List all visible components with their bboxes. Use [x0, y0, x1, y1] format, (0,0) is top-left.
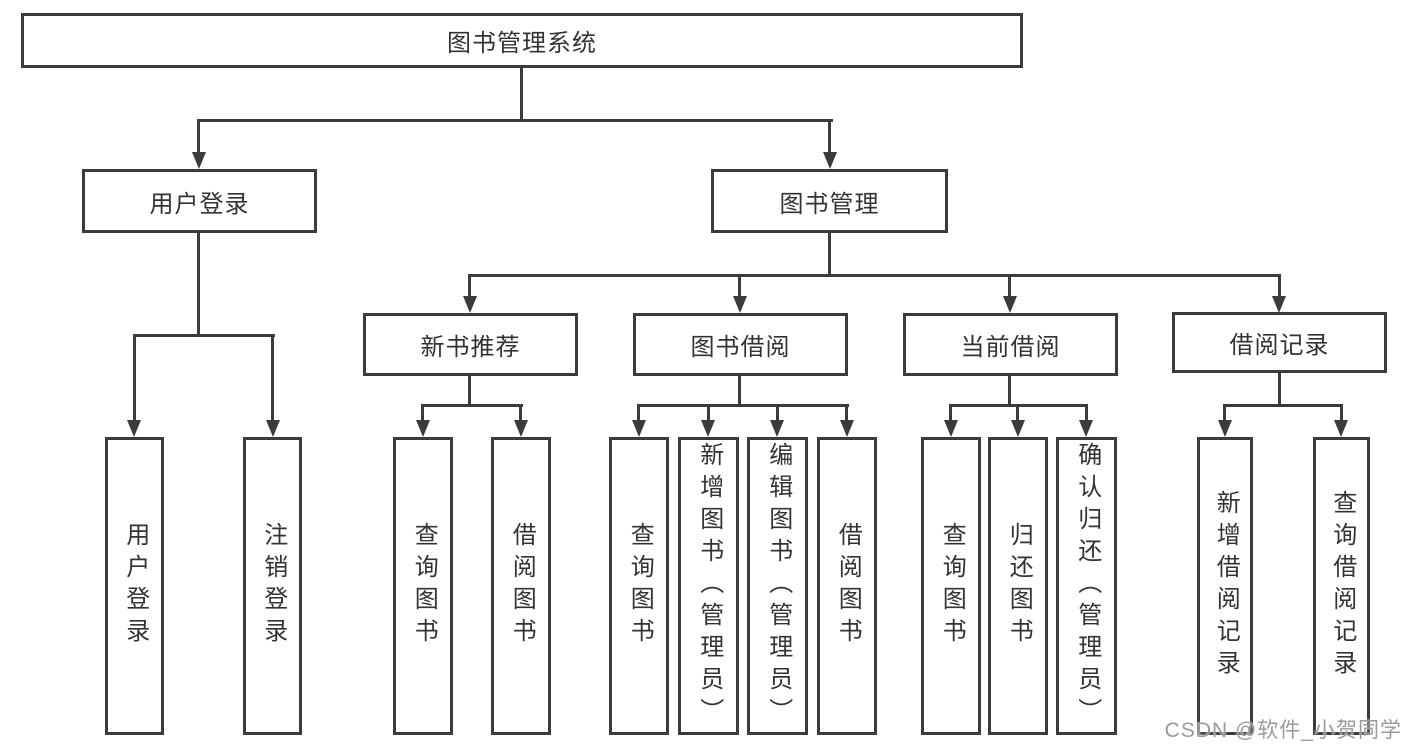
- connector-user-login-stem: [197, 233, 200, 336]
- arrow-down-icon: [266, 420, 280, 437]
- connector-module-stem: [468, 376, 471, 407]
- arrow-down-icon: [1011, 420, 1025, 437]
- connector-module-stem: [1008, 376, 1011, 407]
- connector-arrow-stem: [468, 274, 471, 298]
- connector-arrow-stem: [949, 404, 952, 422]
- connector-arrow-stem: [637, 404, 640, 422]
- connector-module-stem: [1278, 373, 1281, 407]
- connector-arrow-stem: [1223, 404, 1226, 422]
- connector-arrow-stem: [828, 119, 831, 153]
- arrow-down-icon: [1079, 420, 1093, 437]
- arrow-down-icon: [733, 296, 747, 313]
- leaf-query-borrow-record: 查询借阅记录: [1313, 437, 1370, 735]
- connector-level2-bar: [197, 119, 833, 122]
- leaf-recommend-query-books: 查询图书: [393, 437, 453, 735]
- leaf-add-books-admin-label: 新增图书（管理员）: [695, 442, 723, 730]
- arrow-down-icon: [632, 420, 646, 437]
- leaf-recommend-borrow-books-label: 借阅图书: [508, 522, 536, 650]
- csdn-watermark: CSDN @软件_小贺同学: [1164, 719, 1402, 742]
- connector-arrow-stem: [133, 334, 136, 420]
- connector-arrow-stem: [1008, 274, 1011, 298]
- connector-arrow-stem: [197, 119, 200, 153]
- leaf-confirm-return-admin-label: 确认归还（管理员）: [1073, 442, 1101, 730]
- connector-user-login-bar: [133, 334, 275, 337]
- node-borrow-records: 借阅记录: [1172, 312, 1387, 373]
- leaf-current-query-books: 查询图书: [921, 437, 981, 735]
- connector-arrow-stem: [1016, 404, 1019, 422]
- connector-level3-bar: [469, 274, 1281, 277]
- connector-arrow-stem: [738, 274, 741, 298]
- connector-arrow-stem: [1085, 404, 1088, 422]
- leaf-borrow-books: 借阅图书: [817, 437, 877, 735]
- node-book-management: 图书管理: [711, 169, 948, 233]
- connector-arrow-stem: [421, 404, 424, 422]
- leaf-return-books: 归还图书: [988, 437, 1048, 735]
- leaf-borrow-query-books-label: 查询图书: [626, 522, 654, 650]
- node-book-borrow: 图书借阅: [633, 313, 848, 376]
- arrow-down-icon: [944, 420, 958, 437]
- node-book-management-label: 图书管理: [779, 190, 880, 218]
- node-current-borrow: 当前借阅: [903, 313, 1118, 376]
- connector-arrow-stem: [519, 404, 522, 422]
- arrow-down-icon: [1218, 420, 1232, 437]
- leaf-add-borrow-record: 新增借阅记录: [1197, 437, 1253, 735]
- connector-module-stem: [738, 376, 741, 407]
- node-book-borrow-label: 图书借阅: [690, 334, 791, 361]
- arrow-down-icon: [701, 420, 715, 437]
- connector-arrow-stem: [1340, 404, 1343, 422]
- arrow-down-icon: [1003, 296, 1017, 313]
- leaf-recommend-borrow-books: 借阅图书: [491, 437, 551, 735]
- leaf-add-books-admin: 新增图书（管理员）: [678, 437, 739, 735]
- leaf-query-borrow-record-label: 查询借阅记录: [1328, 490, 1356, 682]
- arrow-down-icon: [416, 420, 430, 437]
- connector-level4-bar: [1223, 404, 1343, 407]
- leaf-borrow-query-books: 查询图书: [609, 437, 669, 735]
- connector-arrow-stem: [271, 334, 274, 420]
- leaf-add-borrow-record-label: 新增借阅记录: [1212, 490, 1240, 682]
- leaf-borrow-books-label: 借阅图书: [834, 522, 862, 650]
- node-user-login-label: 用户登录: [149, 190, 250, 218]
- connector-arrow-stem: [1278, 274, 1281, 298]
- arrow-down-icon: [463, 296, 477, 313]
- connector-book-management-stem: [828, 233, 831, 276]
- arrow-down-icon: [514, 420, 528, 437]
- leaf-edit-books-admin-label: 编辑图书（管理员）: [764, 442, 792, 730]
- connector-root-stem: [520, 68, 523, 121]
- leaf-edit-books-admin: 编辑图书（管理员）: [747, 437, 808, 735]
- node-new-book-recommend: 新书推荐: [363, 313, 578, 376]
- node-root: 图书管理系统: [21, 13, 1023, 68]
- arrow-down-icon: [840, 420, 854, 437]
- arrow-down-icon: [1334, 420, 1348, 437]
- leaf-return-books-label: 归还图书: [1005, 522, 1033, 650]
- arrow-down-icon: [1272, 296, 1286, 313]
- leaf-user-login-label: 用户登录: [121, 522, 149, 650]
- leaf-logout-label: 注销登录: [259, 522, 287, 650]
- arrow-down-icon: [823, 152, 837, 169]
- node-current-borrow-label: 当前借阅: [960, 334, 1061, 361]
- node-new-book-recommend-label: 新书推荐: [420, 334, 521, 361]
- leaf-current-query-books-label: 查询图书: [938, 522, 966, 650]
- connector-level4-bar: [421, 404, 523, 407]
- connector-arrow-stem: [845, 404, 848, 422]
- arrow-down-icon: [770, 420, 784, 437]
- connector-arrow-stem: [776, 404, 779, 422]
- arrow-down-icon: [127, 420, 141, 437]
- leaf-user-login: 用户登录: [105, 437, 164, 735]
- connector-level4-bar: [637, 404, 849, 407]
- arrow-down-icon: [192, 152, 206, 169]
- connector-arrow-stem: [707, 404, 710, 422]
- node-user-login: 用户登录: [82, 169, 317, 233]
- leaf-recommend-query-books-label: 查询图书: [410, 522, 438, 650]
- leaf-confirm-return-admin: 确认归还（管理员）: [1056, 437, 1117, 735]
- node-root-label: 图书管理系统: [447, 30, 597, 57]
- leaf-logout: 注销登录: [243, 437, 302, 735]
- node-borrow-records-label: 借阅记录: [1229, 332, 1330, 359]
